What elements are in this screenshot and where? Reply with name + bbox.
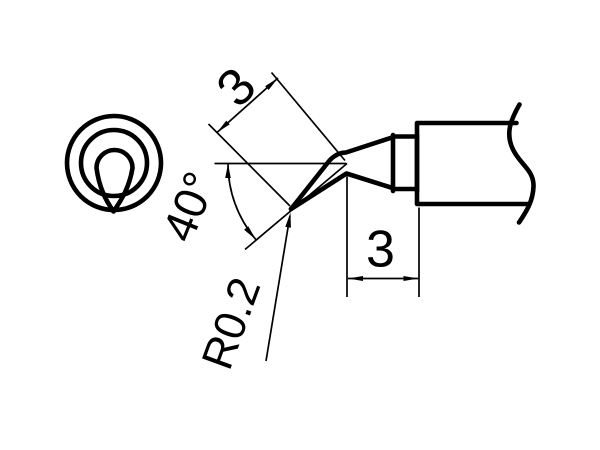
arrow-horizontal-right [403,276,419,281]
tip-outline-top [288,135,395,212]
side-view [288,102,536,225]
end-view [64,113,164,214]
dimension-labels: 3 40° R0.2 3 [152,57,395,376]
angle-slant-line [244,162,348,251]
arrow-bend-length-upper [265,78,278,90]
angle-label: 40° [152,165,226,249]
break-line [506,102,536,225]
arrow-angle-arc-top [225,164,231,178]
horizontal-length-label: 3 [366,221,395,279]
collar [390,132,420,194]
barrel [414,120,532,207]
arrow-radius-leader [285,212,291,228]
arrowheads [217,78,419,281]
bend-length-label: 3 [206,57,268,118]
tip-radius-label: R0.2 [193,271,271,375]
end-view-teardrop-tip-profile [94,147,135,214]
arrow-angle-arc-bottom [244,226,256,240]
arrow-horizontal-left [348,276,363,281]
tip-outline-bottom [288,171,395,212]
arrow-bend-length-lower [217,120,230,133]
angle-arc [227,163,257,241]
radius-leader-line [265,215,291,362]
end-view-inner-circle [78,127,150,199]
extension-line-tip-point [207,123,291,207]
extension-line-bend-junction [270,71,346,162]
